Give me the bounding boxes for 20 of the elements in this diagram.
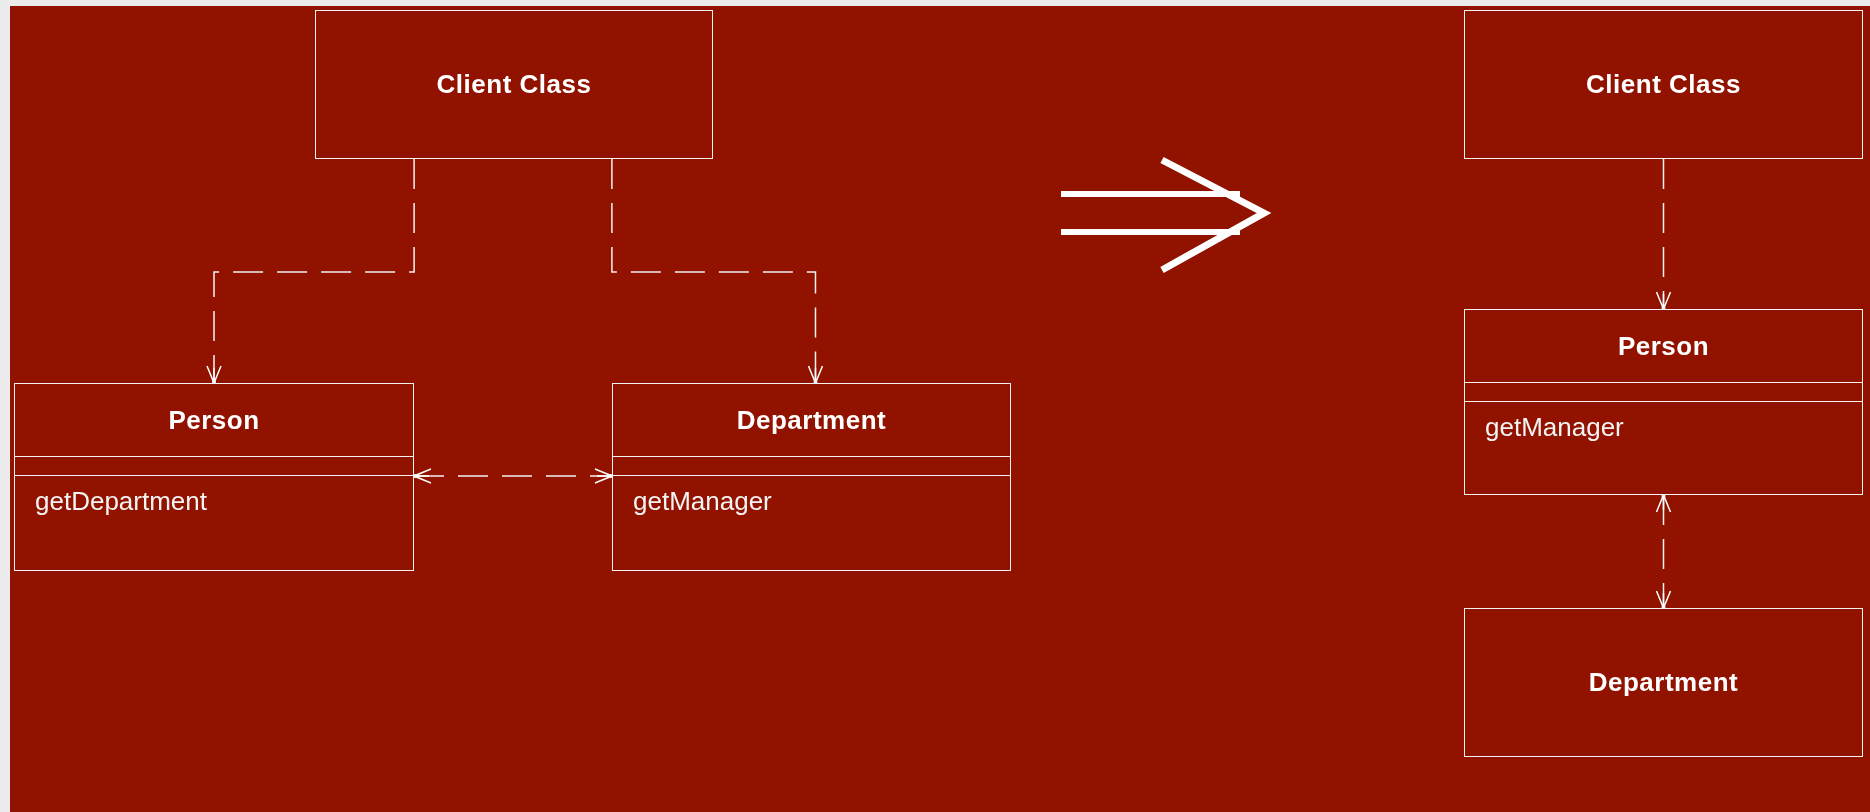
class-box [14, 383, 414, 571]
dependency-arrow [611, 158, 824, 385]
class-name: Client Class [436, 69, 592, 100]
class-name: Client Class [1586, 69, 1741, 100]
dependency-arrow [412, 468, 614, 484]
dependency-arrow [1655, 493, 1672, 610]
class-box [1464, 608, 1863, 757]
class-box [1464, 10, 1863, 159]
class-box [612, 383, 1011, 571]
method-name: getManager [633, 486, 772, 516]
dependency-arrow [1655, 158, 1672, 311]
class-name: Department [736, 404, 887, 436]
class-box [315, 10, 713, 159]
class-name: Person [1617, 330, 1710, 362]
dependency-arrow [206, 158, 415, 385]
class-name: Person [168, 404, 260, 436]
class-box [1464, 309, 1863, 495]
method-name: getDepartment [35, 486, 207, 516]
class-name: Department [1588, 667, 1739, 698]
method-name: getManager [1485, 412, 1624, 442]
